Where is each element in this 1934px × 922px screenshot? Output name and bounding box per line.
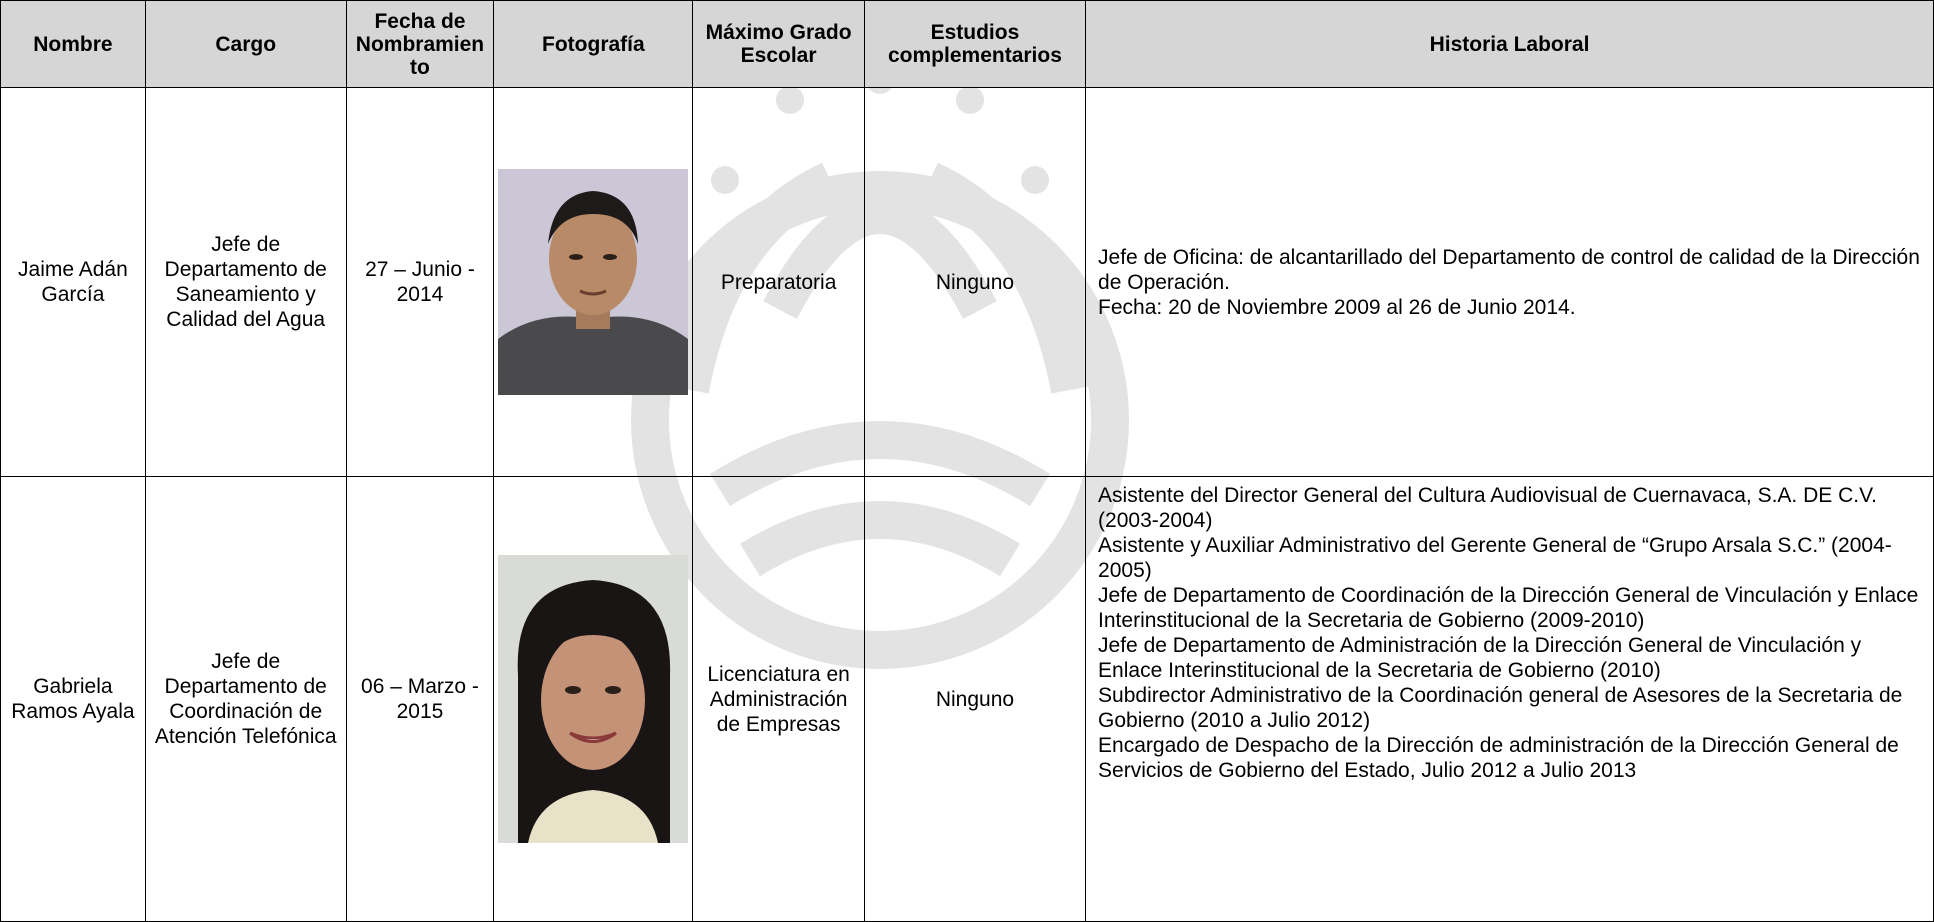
historia-list: Asistente del Director General del Cultu… [1098,483,1927,921]
cell-cargo: Jefe de Departamento de Coordinación de … [144,476,347,922]
cell-fotografia [493,476,694,922]
historia-line: Asistente del Director General del Cultu… [1098,484,1878,532]
header-historia: Historia Laboral [1085,0,1934,88]
cell-fecha: 27 – Junio - 2014 [345,87,495,477]
historia-line: Jefe de Departamento de Coordinación de … [1098,584,1919,632]
header-estudios: Estudios complementarios [863,0,1087,88]
header-fotografia: Fotografía [493,0,694,88]
cell-nombre: Gabriela Ramos Ayala [0,476,146,922]
historia-line: Asistente y Auxiliar Administrativo del … [1098,534,1892,582]
header-fecha: Fecha de Nombramien to [345,0,495,88]
historia-line: Jefe de Departamento de Administración d… [1098,634,1862,682]
header-grado: Máximo Grado Escolar [692,0,865,88]
cell-nombre: Jaime Adán García [0,87,146,477]
header-nombre: Nombre [0,0,146,88]
historia-line: Subdirector Administrativo de la Coordin… [1098,684,1903,732]
header-row: Nombre Cargo Fecha de Nombramien to Foto… [0,0,1934,88]
cell-historia: Jefe de Oficina: de alcantarillado del D… [1085,87,1934,477]
photo-man [498,169,689,395]
cell-fotografia [493,87,694,477]
cell-fecha: 06 – Marzo - 2015 [345,476,495,922]
cell-historia: Asistente del Director General del Cultu… [1085,476,1934,922]
header-cargo: Cargo [144,0,347,88]
photo-woman [498,555,689,843]
cell-grado: Licenciatura en Administración de Empres… [692,476,865,922]
table-row: Jaime Adán García Jefe de Departamento d… [0,87,1934,477]
historia-line: Fecha: 20 de Noviembre 2009 al 26 de Jun… [1098,295,1576,319]
historia-line: Jefe de Oficina: de alcantarillado del D… [1098,245,1920,294]
cell-grado: Preparatoria [692,87,865,477]
historia-line: Encargado de Despacho de la Dirección de… [1098,734,1899,782]
cell-estudios: Ninguno [863,476,1087,922]
table-row: Gabriela Ramos Ayala Jefe de Departament… [0,476,1934,922]
cell-estudios: Ninguno [863,87,1087,477]
cell-cargo: Jefe de Departamento de Saneamiento y Ca… [144,87,347,477]
